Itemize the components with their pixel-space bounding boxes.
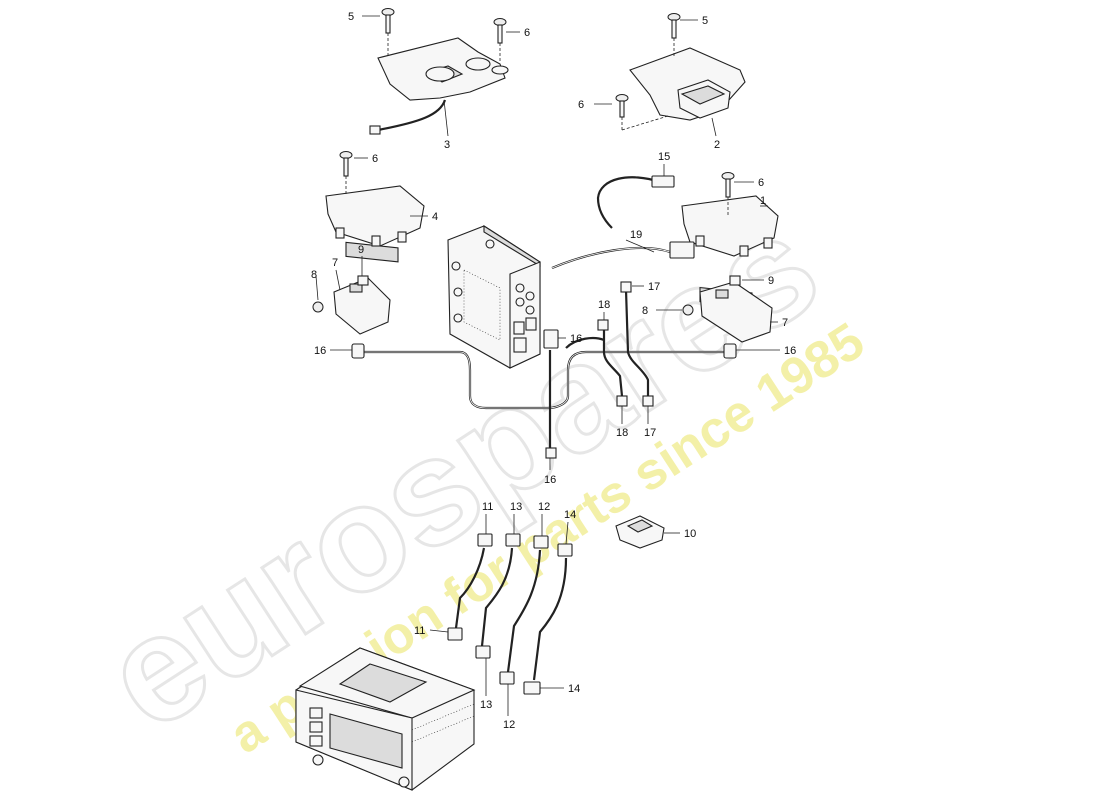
- callout-6: 6: [372, 153, 378, 165]
- callout-2: 2: [714, 139, 720, 151]
- callout-15: 15: [658, 151, 670, 163]
- callout-16: 16: [544, 474, 556, 486]
- callout-6: 6: [758, 177, 764, 189]
- callout-5: 5: [702, 15, 708, 27]
- clip-9-left[interactable]: [357, 275, 369, 286]
- callout-9: 9: [358, 244, 364, 256]
- part-2-bracket-module[interactable]: [629, 47, 746, 121]
- callout-12: 12: [503, 719, 515, 731]
- callout-9: 9: [768, 275, 774, 287]
- callout-10: 10: [684, 528, 696, 540]
- callout-7: 7: [782, 317, 788, 329]
- callout-19: 19: [630, 229, 642, 241]
- callout-6: 6: [578, 99, 584, 111]
- screw-8-left[interactable]: [312, 301, 324, 313]
- callout-16: 16: [570, 333, 582, 345]
- screw-6-c[interactable]: [339, 151, 353, 197]
- callout-17: 17: [648, 281, 660, 293]
- part-3-bracket-assembly[interactable]: [369, 37, 509, 135]
- callout-5: 5: [348, 11, 354, 23]
- part-19-cable[interactable]: [551, 241, 695, 270]
- callout-12: 12: [538, 501, 550, 513]
- callout-13: 13: [480, 699, 492, 711]
- part-12-cable[interactable]: [499, 535, 549, 685]
- part-10-clip[interactable]: [615, 515, 665, 549]
- part-13-cable[interactable]: [475, 533, 521, 659]
- callout-11: 11: [414, 625, 425, 637]
- callout-11: 11: [482, 501, 493, 513]
- callout-14: 14: [564, 509, 576, 521]
- callout-8: 8: [311, 269, 317, 281]
- screw-8-right[interactable]: [682, 304, 694, 316]
- part-7-module-left[interactable]: [333, 277, 391, 335]
- part-11-cable[interactable]: [447, 533, 493, 641]
- callout-16: 16: [784, 345, 796, 357]
- callout-4: 4: [432, 211, 438, 223]
- part-15-cable[interactable]: [596, 175, 675, 229]
- screw-6-b[interactable]: [615, 94, 669, 131]
- callout-6: 6: [524, 27, 530, 39]
- callout-8: 8: [642, 305, 648, 317]
- screw-6-d[interactable]: [721, 172, 735, 217]
- callout-17: 17: [644, 427, 656, 439]
- callout-7: 7: [332, 257, 338, 269]
- central-control-unit[interactable]: [447, 224, 541, 369]
- callout-labels: 5 6 5 6 3 2 6 4 15 6 1 19 9 7 8 17 9 18 …: [311, 11, 796, 731]
- leader-lines: [315, 15, 780, 716]
- callout-18: 18: [616, 427, 628, 439]
- part-16-wiring-harness[interactable]: [351, 281, 737, 459]
- callout-16: 16: [314, 345, 326, 357]
- screw-5-a[interactable]: [381, 8, 395, 59]
- part-4-antenna-amplifier[interactable]: [325, 185, 425, 263]
- callout-18: 18: [598, 299, 610, 311]
- screw-6-a[interactable]: [493, 18, 507, 63]
- callout-1: 1: [760, 195, 766, 207]
- callout-13: 13: [510, 501, 522, 513]
- head-unit-radio[interactable]: [295, 647, 476, 791]
- screw-5-b[interactable]: [667, 13, 681, 59]
- callout-14: 14: [568, 683, 580, 695]
- callout-3: 3: [444, 139, 450, 151]
- clip-9-right[interactable]: [729, 275, 741, 286]
